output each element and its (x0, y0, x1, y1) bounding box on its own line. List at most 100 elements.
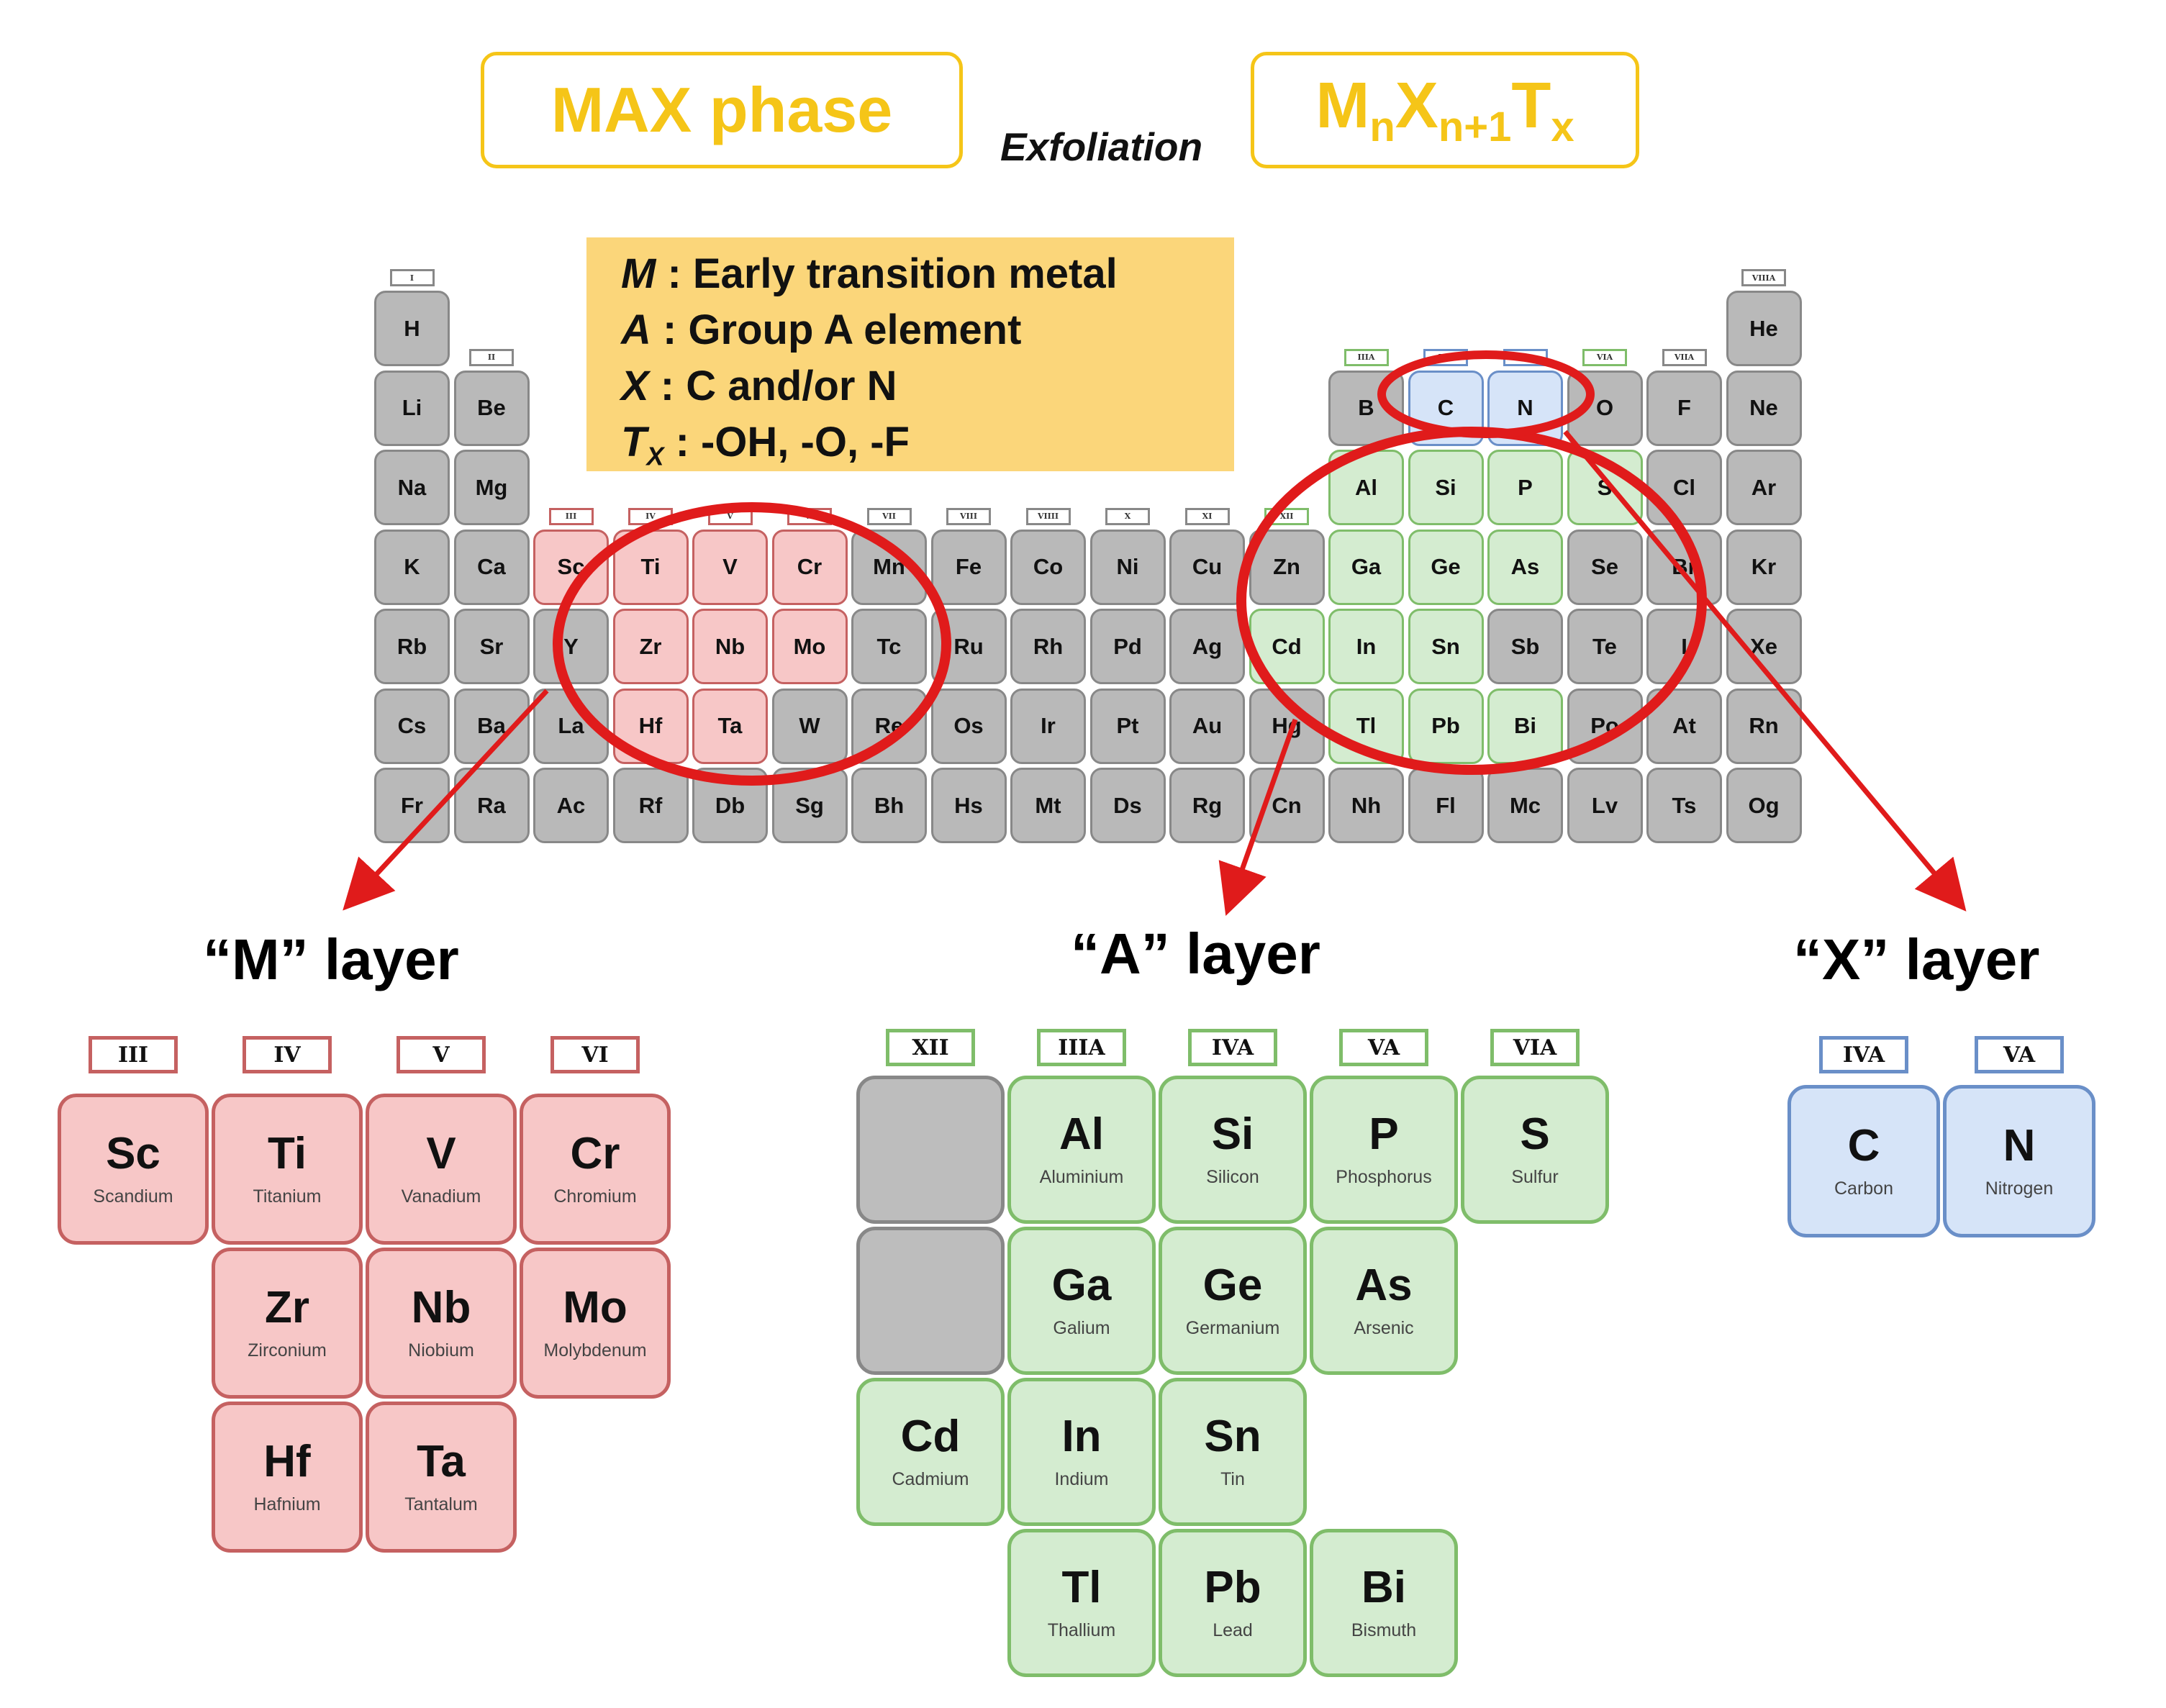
element-symbol: Ti (268, 1128, 307, 1178)
element-cell-zr: Zr (612, 609, 689, 684)
max-phase-box: MAX phase (481, 52, 963, 168)
element-symbol: Ta (417, 1436, 466, 1486)
element-cell-o: O (1567, 370, 1643, 446)
element-name: Sulfur (1511, 1166, 1559, 1187)
element-cell-la: La (533, 688, 609, 764)
element-cell-al: Al (1328, 450, 1404, 525)
element-cell-ir: Ir (1010, 688, 1086, 764)
group-tag-via: VIA (1582, 348, 1627, 366)
element-cell-xe: Xe (1726, 609, 1802, 684)
element-symbol: N (2003, 1120, 2036, 1171)
element-cell-ts: Ts (1646, 768, 1722, 843)
element-symbol: Mo (563, 1282, 627, 1332)
legend-row-t: TX : -OH, -O, -F (621, 419, 910, 471)
x-layer-group-tag-va: VA (1975, 1036, 2064, 1073)
element-cell-at: At (1646, 688, 1722, 764)
element-cell-si: Si (1408, 450, 1484, 525)
m-layer-group-tag-iii: III (89, 1036, 178, 1073)
element-cell-mc: Mc (1487, 768, 1563, 843)
element-symbol: As (1355, 1260, 1413, 1310)
element-cell-rf: Rf (612, 768, 689, 843)
element-cell-db: Db (692, 768, 768, 843)
element-cell-cu: Cu (1169, 529, 1245, 605)
element-cell-cs: Cs (374, 688, 450, 764)
element-name: Germanium (1185, 1317, 1280, 1338)
element-cell-sg: Sg (771, 768, 848, 843)
element-cell-ti: Ti (612, 529, 689, 605)
element-name: Zirconium (248, 1340, 327, 1361)
element-cell-rb: Rb (374, 609, 450, 684)
element-symbol: Si (1211, 1109, 1254, 1159)
m-layer-title: “M” layer (203, 927, 459, 991)
element-cell-rg: Rg (1169, 768, 1245, 843)
m-layer-group-tag-iv: IV (243, 1036, 332, 1073)
element-symbol: Pb (1204, 1562, 1261, 1612)
element-cell-fe: Fe (930, 529, 1007, 605)
element-name: Phosphorus (1336, 1166, 1432, 1187)
element-cell-f: F (1646, 370, 1722, 446)
element-cell-bh: Bh (851, 768, 927, 843)
element-cell-rn: Rn (1726, 688, 1802, 764)
element-cell-nb: Nb (692, 609, 768, 684)
element-cell-k: K (374, 529, 450, 605)
a-layer-group-tag-va: VA (1339, 1029, 1428, 1066)
group-tag-iiia: IIIA (1343, 348, 1389, 366)
group-tag-i: I (389, 269, 435, 286)
element-cell-fr: Fr (374, 768, 450, 843)
a-layer-group-tag-iva: IVA (1188, 1029, 1277, 1066)
legend-row-x: X : C and/or N (621, 363, 897, 409)
element-cell-fl: Fl (1408, 768, 1484, 843)
element-cell-b: B (1328, 370, 1404, 446)
element-symbol: S (1520, 1109, 1550, 1159)
element-cell-hs: Hs (930, 768, 1007, 843)
element-cell-h: H (374, 291, 450, 366)
mxene-formula-box: MnXn+1Tx (1251, 52, 1639, 168)
element-name: Cadmium (892, 1468, 969, 1489)
group-tag-vii: VII (866, 507, 912, 525)
element-cell-zn: Zn (1249, 529, 1325, 605)
element-cell-i: I (1646, 609, 1722, 684)
element-symbol: Ga (1051, 1260, 1112, 1310)
element-symbol: Cd (900, 1411, 961, 1461)
group-tag-viiia: VIIIA (1741, 269, 1786, 286)
element-cell-ds: Ds (1089, 768, 1166, 843)
element-cell-kr: Kr (1726, 529, 1802, 605)
element-name: Vanadium (401, 1186, 481, 1207)
m-layer-group-tag-vi: VI (550, 1036, 640, 1073)
element-name: Carbon (1834, 1178, 1893, 1199)
element-cell-y: Y (533, 609, 609, 684)
element-cell-co: Co (1010, 529, 1086, 605)
a-layer-group-tag-via: VIA (1490, 1029, 1580, 1066)
element-cell-cn: Cn (1249, 768, 1325, 843)
max-phase-label: MAX phase (550, 74, 893, 145)
element-cell-ni: Ni (1089, 529, 1166, 605)
element-cell-tl: Tl (1328, 688, 1404, 764)
element-cell-mt: Mt (1010, 768, 1086, 843)
element-cell-as: As (1487, 529, 1563, 605)
mxene-formula: MnXn+1Tx (1315, 70, 1574, 150)
legend-row-m: M : Early transition metal (621, 250, 1118, 297)
element-cell-nh: Nh (1328, 768, 1404, 843)
element-symbol: Sn (1204, 1411, 1261, 1461)
group-tag-iva: IVA (1423, 348, 1468, 366)
group-tag-viiii: VIIII (1025, 507, 1071, 525)
element-cell-te: Te (1567, 609, 1643, 684)
element-name: Arsenic (1354, 1317, 1414, 1338)
